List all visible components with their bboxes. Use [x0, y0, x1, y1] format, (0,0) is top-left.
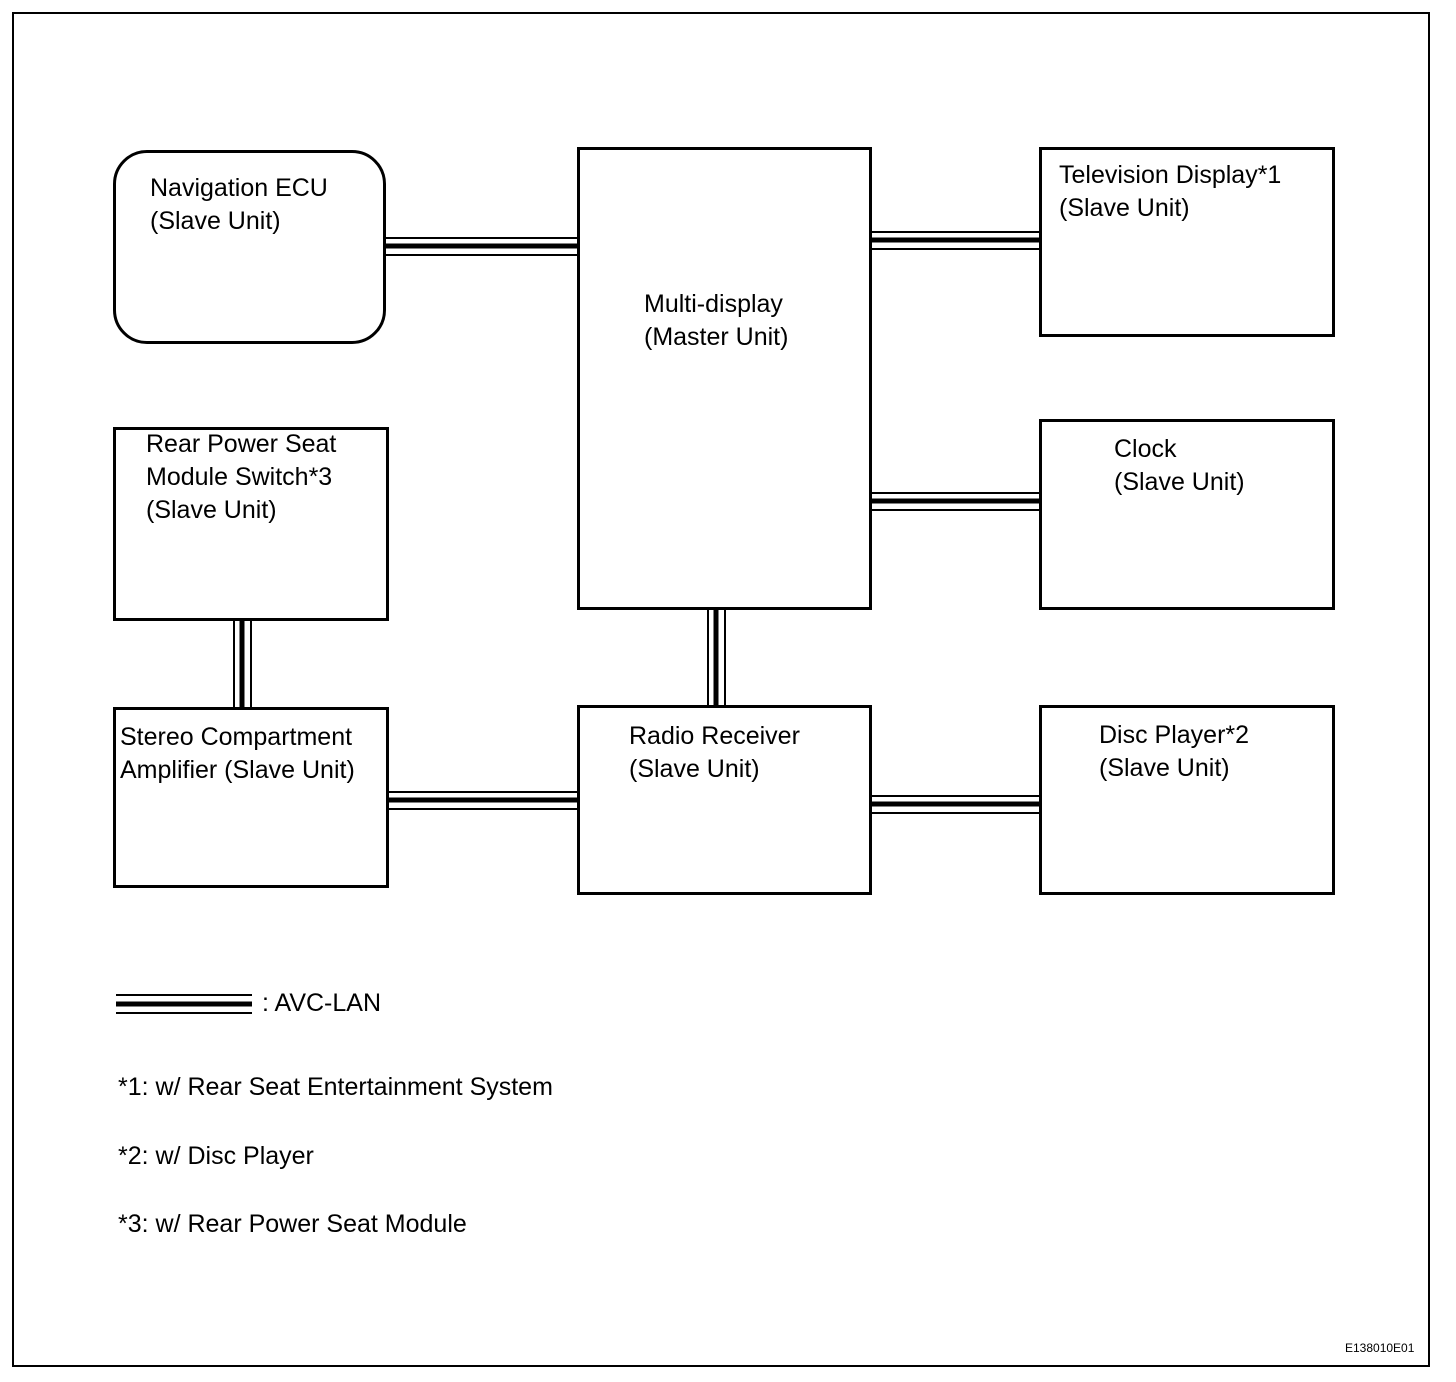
note-2: *2: w/ Disc Player — [118, 1142, 314, 1170]
link-multidisplay-television — [871, 231, 1041, 250]
clock-label: Clock (Slave Unit) — [1114, 435, 1245, 496]
television-display-label: Television Display*1 (Slave Unit) — [1059, 161, 1282, 222]
link-rearseat-amplifier — [233, 620, 252, 709]
figure-code: E138010E01 — [1345, 1341, 1415, 1355]
radio-receiver-box — [577, 705, 872, 895]
clock-box — [1039, 419, 1335, 610]
link-multidisplay-clock — [871, 492, 1041, 511]
link-amplifier-radio — [388, 791, 579, 810]
multi-display-label: Multi-display (Master Unit) — [644, 290, 789, 351]
stereo-amplifier-label: Stereo Compartment Amplifier (Slave Unit… — [120, 723, 355, 784]
television-display-box — [1039, 147, 1335, 337]
note-3: *3: w/ Rear Power Seat Module — [118, 1210, 467, 1238]
legend-avc-lan-label: : AVC-LAN — [262, 989, 382, 1017]
link-multidisplay-radio — [707, 609, 726, 707]
legend-avc-lan-symbol — [116, 994, 252, 1014]
multi-display-box — [577, 147, 872, 610]
diagram-frame — [12, 12, 1430, 1367]
rear-power-seat-box — [113, 427, 389, 621]
navigation-ecu-label: Navigation ECU (Slave Unit) — [150, 174, 328, 235]
link-radio-disc — [871, 795, 1041, 814]
rear-power-seat-label: Rear Power Seat Module Switch*3 (Slave U… — [146, 430, 337, 524]
disc-player-box — [1039, 705, 1335, 895]
disc-player-label: Disc Player*2 (Slave Unit) — [1099, 721, 1250, 782]
radio-receiver-label: Radio Receiver (Slave Unit) — [629, 722, 800, 783]
stereo-amplifier-box — [113, 707, 389, 888]
note-1: *1: w/ Rear Seat Entertainment System — [118, 1073, 553, 1101]
link-navigation-multidisplay — [386, 237, 579, 256]
navigation-ecu-box — [113, 150, 386, 344]
